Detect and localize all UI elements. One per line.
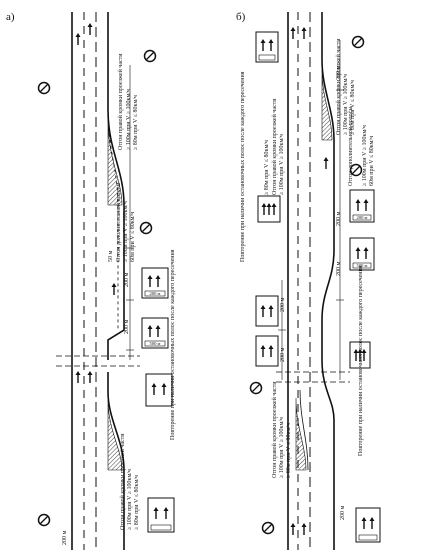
taper-condition: ≥ 100м при V ≥ 100км/ч <box>279 134 285 195</box>
distance-label: 200 м <box>280 348 286 363</box>
lane-sign-icon <box>355 507 381 543</box>
taper-caption: Отгон правой кромки проезжей части <box>117 53 124 150</box>
lane-arrow-icon <box>300 522 308 536</box>
distance-label: 200 м <box>336 212 342 227</box>
distance-label: 200 м <box>62 531 68 546</box>
lane-arrow-icon <box>322 156 330 170</box>
taper-caption: Отгон правой кромки проезжей части <box>335 38 342 135</box>
no-overtaking-sign-icon <box>351 35 365 49</box>
lane-sign-icon <box>255 295 279 327</box>
end-of-restriction-sign-icon <box>139 221 153 235</box>
repeat-note: Повторение при наличии остановочных поло… <box>358 265 364 456</box>
hatched-taper <box>321 69 333 141</box>
lane-sign-icon <box>255 335 279 367</box>
distance-label: 200 м <box>336 262 342 277</box>
distance-label: 200 м <box>340 506 346 521</box>
lane-sign-icon <box>255 31 279 63</box>
lane-arrow-icon <box>74 370 82 384</box>
taper-condition: 60м при V ≤ 80км/ч <box>130 212 136 262</box>
lane-sign-icon <box>349 341 371 369</box>
panel-a: а) 200 м <box>6 11 176 550</box>
lane-sign-icon <box>257 195 281 223</box>
lane-arrow-icon <box>289 26 297 40</box>
lane-arrow-icon <box>110 282 118 296</box>
taper-condition: ≥ 80м при V ≤ 80км/ч <box>264 140 270 195</box>
taper-caption: Отгон правой кромки проезжей части <box>119 433 126 530</box>
lane-arrow-icon <box>289 522 297 536</box>
taper-caption: Отгон правой кромки проезжей части <box>271 98 278 195</box>
no-overtaking-sign-icon <box>37 81 51 95</box>
no-overtaking-sign-icon <box>249 381 263 395</box>
distance-label: 200 м <box>280 298 286 313</box>
distance-label: 200 м <box>124 273 130 288</box>
distance-label: 50 м <box>108 251 114 263</box>
distance-label: 200 м <box>336 66 342 81</box>
distance-plate: 500 м <box>150 341 161 346</box>
lane-arrow-icon <box>86 22 94 36</box>
taper-caption: Отгон правой кромки проезжей части <box>271 381 278 478</box>
no-overtaking-sign-icon <box>143 49 157 63</box>
lane-arrow-icon <box>86 370 94 384</box>
taper-condition: ≥ 100м при V ≥ 100км/ч <box>343 74 349 135</box>
panel-a-dimension <box>126 65 134 360</box>
distance-plate: 200 м <box>357 215 368 220</box>
hatched-taper <box>107 399 123 471</box>
taper-condition: ≥ 100м при V ≥ 100км/ч <box>279 417 285 478</box>
hatched-taper <box>295 397 307 471</box>
taper-condition: ≥ 80м при V ≤ 80км/ч <box>350 80 356 135</box>
taper-line <box>299 389 309 471</box>
taper-condition: ≥ 80м при V ≤ 80км/ч <box>134 475 140 530</box>
repeat-note: Повторение при наличии остановочных поло… <box>240 71 246 262</box>
lane-arrow-icon <box>300 26 308 40</box>
lane-sign-icon <box>145 373 173 407</box>
taper-caption: Отгон дополнительной полосы <box>347 107 354 187</box>
end-of-restriction-sign-icon <box>37 513 51 527</box>
lane-arrow-icon <box>74 32 82 46</box>
distance-plate: 200 м <box>150 291 161 296</box>
lane-sign-icon: 500 м <box>141 317 169 349</box>
panel-b-dimension <box>278 40 344 380</box>
right-edge-line <box>321 12 335 550</box>
panel-b-label: б) <box>236 11 246 23</box>
panel-b: б) <box>236 11 381 550</box>
distance-plate: 500 м <box>357 263 368 268</box>
repeat-note: Повторение при наличии остановочных поло… <box>170 249 176 440</box>
taper-condition: ≥ 80м при V ≤ 80км/ч <box>286 423 292 478</box>
end-of-restriction-sign-icon <box>261 521 275 535</box>
taper-caption: Отгон дополнительной полосы <box>115 183 122 263</box>
taper-condition: ≥ 80м при V ≤ 80км/ч <box>133 95 139 150</box>
taper-condition: ≥ 100м при V ≥ 100км/ч <box>123 201 129 262</box>
lane-sign-icon <box>147 497 175 533</box>
taper-condition: ≥ 100м при V ≥ 100км/ч <box>126 89 132 150</box>
panel-a-label: а) <box>6 11 15 23</box>
taper-condition: 60м при V ≤ 80км/ч <box>369 136 375 186</box>
hatched-taper <box>107 119 123 206</box>
taper-condition: ≥ 100м при V ≥ 100км/ч <box>127 469 133 530</box>
lane-sign-icon: 500 м <box>349 237 375 271</box>
lane-sign-icon: 200 м <box>141 267 169 299</box>
taper-condition: ≥ 100м при V ≥ 100км/ч <box>362 125 368 186</box>
distance-label: 200 м <box>124 320 130 335</box>
lane-sign-icon: 200 м <box>349 189 375 223</box>
